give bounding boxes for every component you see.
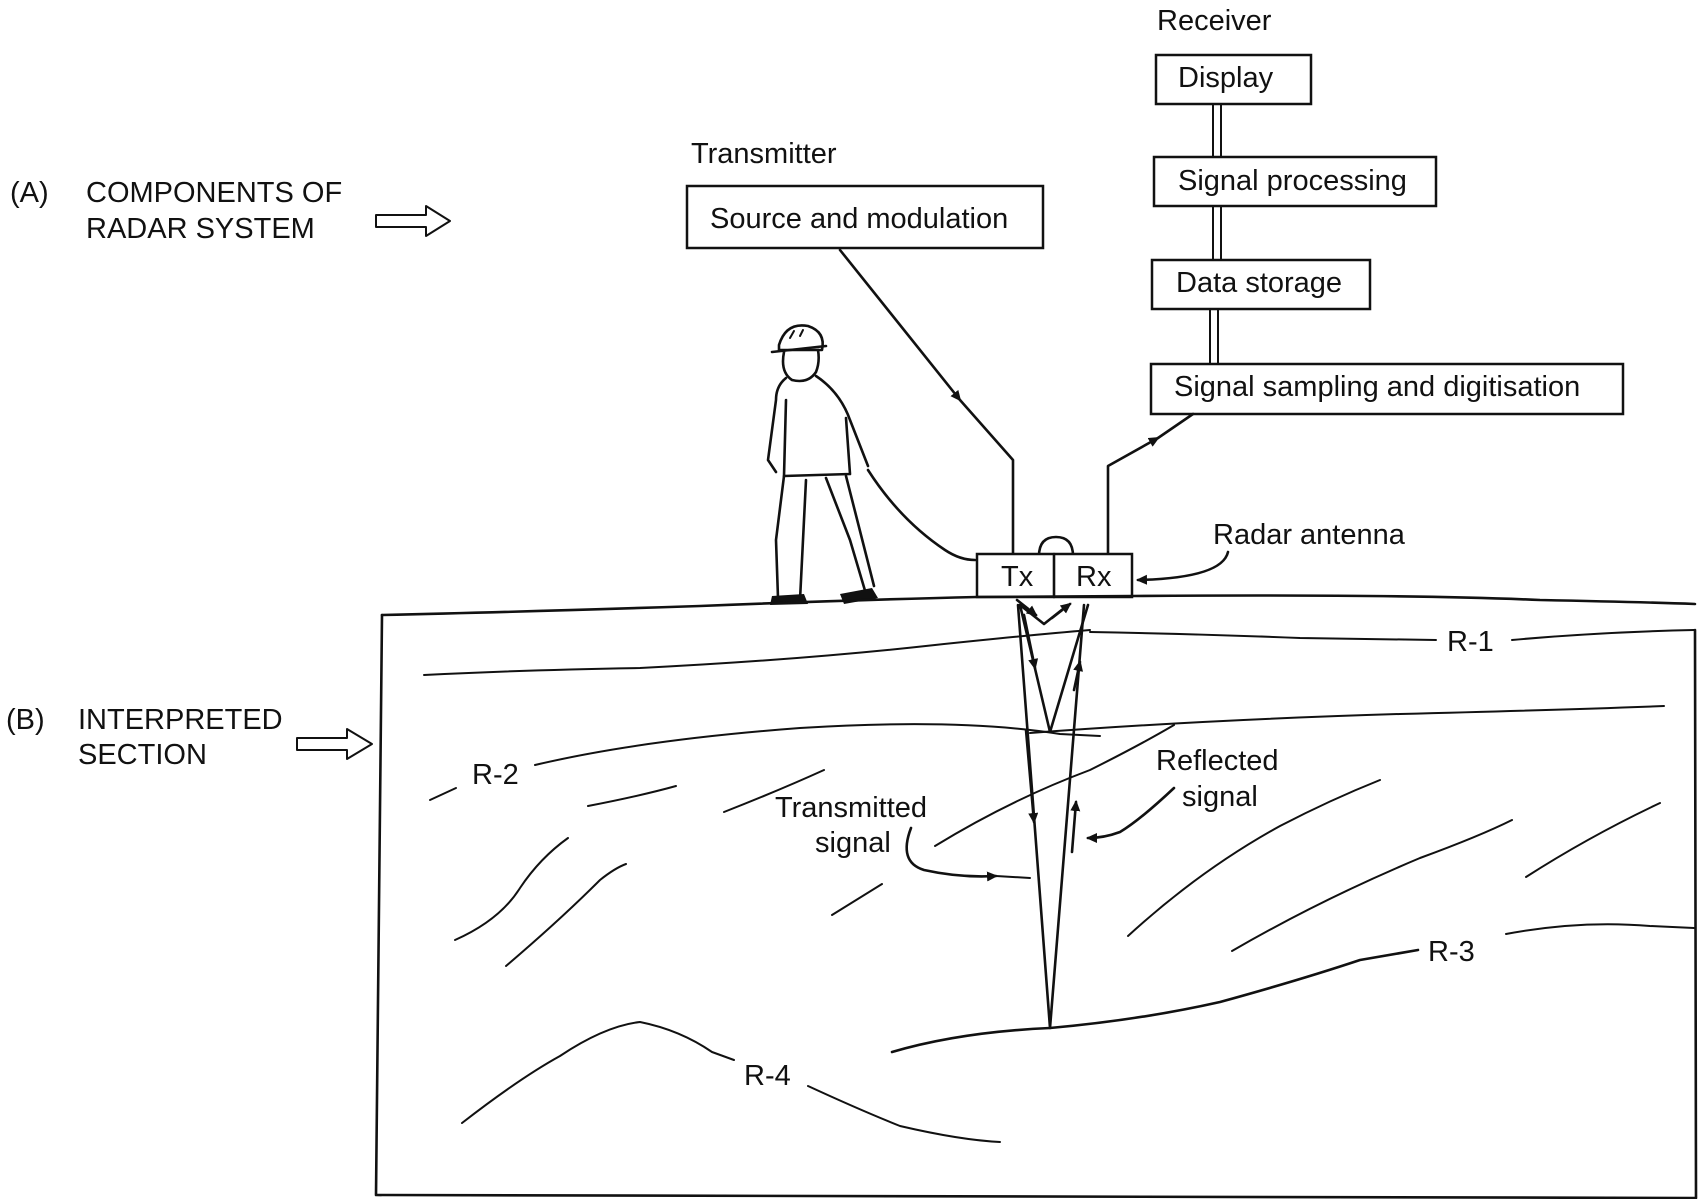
section-outline xyxy=(374,613,1698,1199)
receiver-box-sampling xyxy=(1149,362,1625,416)
transmitter-cable xyxy=(958,398,1015,560)
dipping-strata xyxy=(454,724,1661,967)
reflector-r1-line-right xyxy=(1511,629,1695,641)
reflector-r4-line-left xyxy=(461,1021,735,1124)
reflector-r4-label: R-4 xyxy=(744,1060,791,1092)
antenna-label: Radar antenna xyxy=(1213,519,1406,551)
reflected-signal-label-line1: Reflected xyxy=(1156,745,1279,777)
horizon-upper xyxy=(423,629,1091,676)
antenna-tx-label: Tx xyxy=(1001,561,1034,593)
ground-surface xyxy=(380,594,1697,617)
reflector-r3-line xyxy=(890,948,1420,1054)
part-a-title-line1: COMPONENTS OF xyxy=(86,177,342,209)
reflector-r1-line xyxy=(1089,631,1437,641)
part-a-title-line2: RADAR SYSTEM xyxy=(86,213,315,245)
receiver-cable xyxy=(1156,412,1195,440)
antenna-label-pointer xyxy=(1136,550,1230,585)
transmitter-title: Transmitter xyxy=(691,138,837,170)
reflector-r2-line xyxy=(534,723,1101,766)
receiver-box-signal-processing xyxy=(1152,155,1438,208)
antenna-rx-label: Rx xyxy=(1076,561,1112,593)
reflector-r1-label: R-1 xyxy=(1447,626,1494,658)
transmitted-signal-pointer xyxy=(905,826,998,882)
radar-antenna xyxy=(975,535,1134,599)
part-b-title-line2: SECTION xyxy=(78,739,207,771)
transmitted-signal-label-line2: signal xyxy=(815,827,891,859)
reflector-r2-label: R-2 xyxy=(472,759,519,791)
reflected-signal-pointer xyxy=(1086,786,1176,843)
receiver-connectors xyxy=(1209,103,1222,365)
reflected-signal-label-line2: signal xyxy=(1182,781,1258,813)
operator-figure xyxy=(766,324,977,605)
transmitter-cable-arrow xyxy=(838,248,962,402)
transmitted-signal-label-line1: Transmitted xyxy=(775,792,927,824)
reflector-r4-line-right xyxy=(807,1085,1001,1143)
transmitter-box xyxy=(685,184,1045,250)
reflector-r3-line-right xyxy=(1505,923,1695,935)
transmitter-box-label: Source and modulation xyxy=(710,203,1008,235)
part-a-letter: (A) xyxy=(10,177,49,209)
receiver-cable-arrow xyxy=(1106,436,1160,560)
part-b-letter: (B) xyxy=(6,704,45,736)
reflector-r2-tick xyxy=(429,787,457,801)
receiver-box-signal-processing-label: Signal processing xyxy=(1178,165,1407,197)
reflector-r3-label: R-3 xyxy=(1428,936,1475,968)
part-a-arrow-icon xyxy=(375,205,451,237)
receiver-box-data-storage-label: Data storage xyxy=(1176,267,1342,299)
receiver-box-sampling-label: Signal sampling and digitisation xyxy=(1174,371,1580,403)
part-b-title-line1: INTERPRETED xyxy=(78,704,283,736)
receiver-box-display-label: Display xyxy=(1178,62,1274,94)
receiver-box-display xyxy=(1154,53,1313,106)
transmitted-signal-pointer-tail xyxy=(995,875,1031,879)
receiver-title: Receiver xyxy=(1157,5,1272,37)
part-b-arrow-icon xyxy=(296,728,373,760)
signal-rays xyxy=(1015,598,1090,1030)
receiver-box-data-storage xyxy=(1150,258,1372,311)
horizon-upper-right xyxy=(1029,705,1665,734)
